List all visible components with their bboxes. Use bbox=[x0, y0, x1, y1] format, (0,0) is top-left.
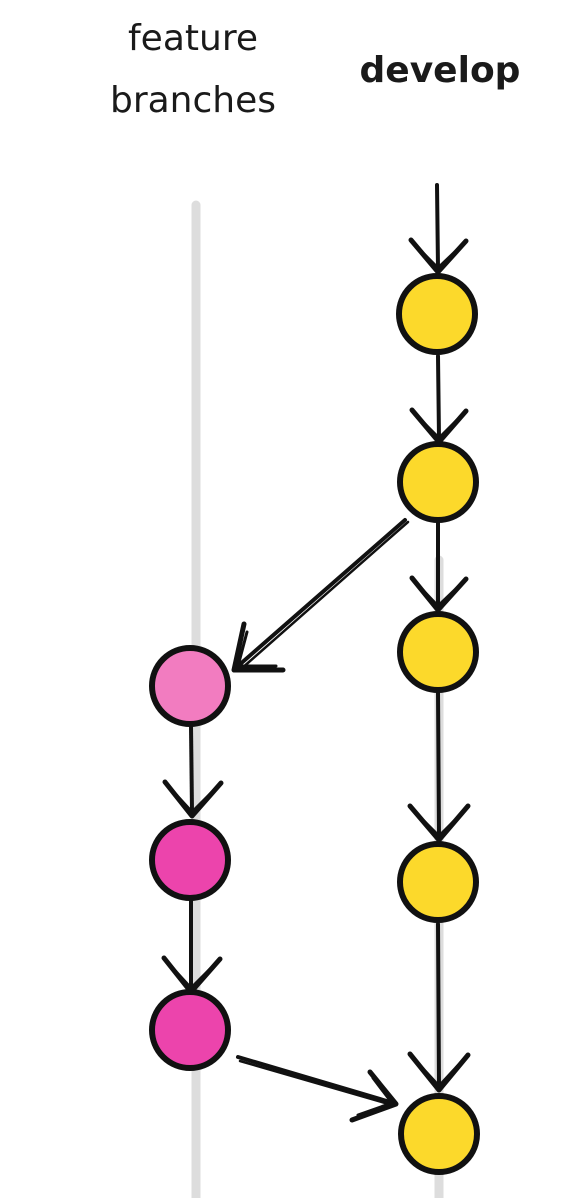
feature-branches-label: feature branches bbox=[93, 8, 293, 132]
feature-label-line2: branches bbox=[109, 80, 277, 121]
develop-commit-d5 bbox=[398, 1093, 480, 1175]
edge-d2-d3 bbox=[409, 520, 469, 613]
edge-start-d1 bbox=[408, 183, 469, 275]
edges bbox=[161, 183, 471, 1123]
feature-commit-f2 bbox=[149, 819, 231, 901]
develop-label: develop bbox=[359, 50, 521, 91]
edge-merge-f3-d5 bbox=[236, 1055, 399, 1123]
develop-commit-d2 bbox=[397, 441, 479, 523]
edge-d1-d2 bbox=[409, 354, 469, 445]
feature-commit-f3 bbox=[149, 989, 231, 1071]
feature-commits bbox=[149, 645, 231, 1071]
edge-f2-f3 bbox=[161, 898, 223, 995]
edge-branch-d2-f1 bbox=[231, 518, 410, 673]
feature-commit-f1 bbox=[149, 645, 231, 727]
develop-commit-d1 bbox=[396, 273, 478, 355]
edge-f1-f2 bbox=[162, 724, 224, 819]
edge-d3-d4 bbox=[407, 690, 471, 843]
feature-label-line1: feature bbox=[128, 18, 258, 59]
develop-commit-d4 bbox=[397, 841, 479, 923]
develop-commit-d3 bbox=[397, 611, 479, 693]
edge-d4-d5 bbox=[407, 922, 471, 1093]
develop-commits bbox=[396, 273, 480, 1175]
